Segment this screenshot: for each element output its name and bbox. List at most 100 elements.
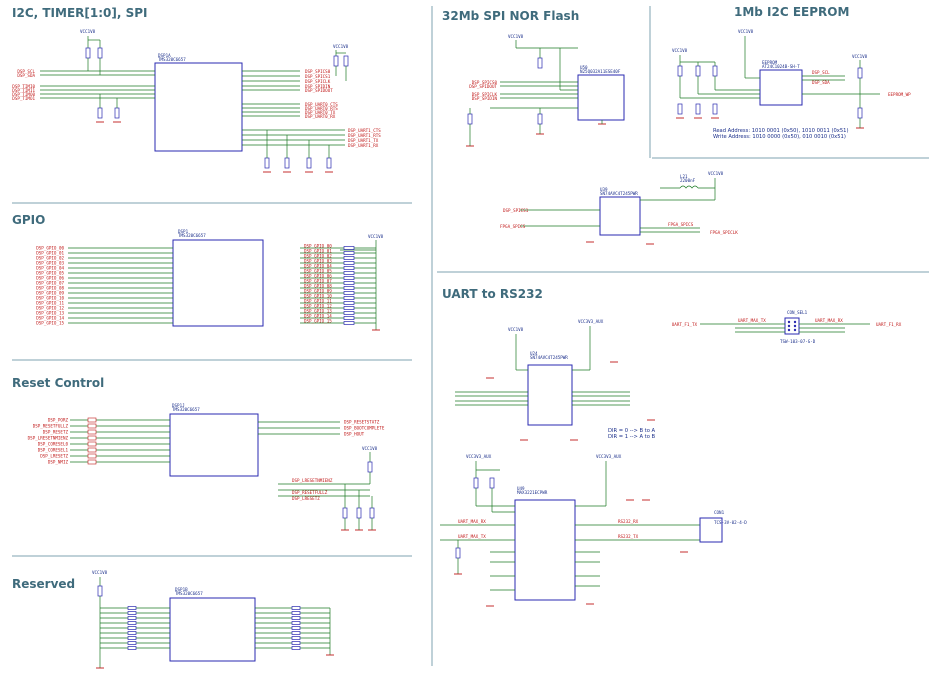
resistor [343,276,355,280]
net-label: DSP_GPIO_10 [304,294,332,299]
eeprom-write-address: Write Address: 1010 0000 (0x50), 010 001… [713,134,846,140]
net-label: DSP_GPIO_03 [304,259,332,264]
net-label: DSP_GPIO_13 [304,309,332,314]
eeprom-block: EEPROM AT24C1024B-SH-T VCC1V8 VCC1V8 VCC… [672,29,911,140]
net-label: DSP_UART0_CTS [305,102,338,107]
ic-partnumber: TMS320C6657 [158,57,186,62]
net-label: DSP_UART1_RTS [348,133,381,138]
power-label: VCC1V8 [362,446,378,451]
net-label: DSP_GPIO_08 [36,286,64,291]
ic-partnumber: TMS320C6657 [175,591,203,596]
net-label: DSP_GPIO_06 [304,274,332,279]
resistor [127,646,137,650]
resistor [291,646,301,650]
net-flag [87,459,97,465]
net-label: DSP_GPIO_10 [36,296,64,301]
net-label: DSP_RESETSTATZ [344,420,380,425]
net-label: DSP_UART0_RTS [305,106,338,111]
power-label: VCC1V8 [368,234,384,239]
resistor [291,621,301,625]
net-flag [87,453,97,459]
power-label: VCC3V3_AUX [596,454,622,459]
net-label: DSP_SPICS1 [503,208,529,213]
resistor [343,286,355,290]
net-label: DSP_SCL [17,69,35,74]
power-label: VCC1V8 [672,48,688,53]
uart-buffer-block: U24 SN74AVC4T245PWR VCC1V8 VCC3V3_AUX DI… [455,319,656,441]
eeprom-ic-symbol [759,69,803,106]
dir-note-1: DIR = 1 --> A to B [608,434,656,440]
dir-note-0: DIR = 0 --> B to A [608,428,656,434]
uart-buffer-ic-symbol [527,364,573,426]
resistor [127,641,137,645]
net-label: DSP_SPIDOUT [469,84,497,89]
net-label: UART_MAX_TX [458,534,486,539]
resistor [343,246,355,250]
net-label: DSP_GPIO_09 [304,289,332,294]
net-label: FPGA_SPICS [500,224,526,229]
net-label: DSP_GPIO_06 [36,276,64,281]
net-label: DSP_GPIO_14 [36,316,64,321]
resistor [127,621,137,625]
net-label: EEPROM_WP [888,92,911,97]
net-label: DSP_SPICLK [305,79,331,84]
net-label: DSP_SCL [812,70,830,75]
net-label: DSP_TIMO1 [12,96,35,101]
section-title-reserved: Reserved [12,577,75,591]
net-label: DSP_CORESEL0 [38,442,69,447]
section-title-gpio: GPIO [12,213,45,227]
resistor [343,321,355,325]
net-label: DSP_SPICS1 [305,74,331,79]
net-label: DSP_LRESETNMIENZ [292,478,333,483]
ic-refdes: U50 [580,65,588,70]
net-flag [87,435,97,441]
net-label: DSP_SPIDOUT [305,88,333,93]
resistor [343,261,355,265]
net-label: DSP_GPIO_01 [36,251,64,256]
ic-refdes: U39 [600,187,608,192]
dsp-ic-symbol [154,62,243,152]
net-label: DSP_LRESETZ [292,496,320,501]
reset-control-block: DSP1J TMS320C6657 DSP_PORZDSP_RESETFULLZ… [28,403,385,531]
net-label: DSP_GPIO_14 [304,314,332,319]
resistor [291,616,301,620]
resistor [343,251,355,255]
resistor [343,271,355,275]
net-label: DSP_PORZ [48,418,69,423]
net-label: DSP_GPIO_05 [304,269,332,274]
resistor [291,611,301,615]
net-label: DSP_GPIO_12 [36,306,64,311]
ic-partnumber: SN74AVC4T245PWR [600,191,638,196]
reserved-block: DSP1B TMS320C6657 VCC1V8 [92,570,334,669]
net-label: DSP_GPIO_02 [36,256,64,261]
fpga-spi-buffer-block: U39 SN74AVC4T245PWR VCC1V8 L21 2200nF DS… [500,171,738,245]
net-label: DSP_GPIO_15 [36,321,64,326]
inductor-label: L21 [680,174,688,179]
ic-refdes: U49 [517,486,525,491]
ic-partnumber: MAX3221ECPWR [517,490,548,495]
net-label: DSP_BOOTCOMPLETE [344,426,385,431]
net-flag [87,423,97,429]
resistor [343,306,355,310]
ic-refdes: U24 [530,351,538,356]
ic-refdes: CON1 [714,510,725,515]
eeprom-read-address: Read Address: 1010 0001 (0x50), 1010 001… [713,128,848,134]
net-label: DSP_GPIO_15 [304,319,332,324]
resistor [127,631,137,635]
resistor [343,291,355,295]
resistor [343,281,355,285]
net-label: DSP_UART0_RX [305,114,336,119]
ic-partnumber: N25Q032A11ESE40F [580,69,621,74]
ic-partnumber: TSW-103-07-G-D [780,339,816,344]
ic-partnumber: TMS320C6657 [178,233,206,238]
resistor [127,616,137,620]
net-label: DSP_GPIO_02 [304,254,332,259]
net-label: DSP_GPIO_13 [36,311,64,316]
net-label: DSP_SPICLK [472,92,498,97]
power-label: VCC3V3_AUX [466,454,492,459]
ic-refdes: EEPROM [762,60,778,65]
net-label: DSP_SDA [17,73,35,78]
net-label: DSP_NMIZ [48,460,69,465]
jumper-connector-symbol [784,317,800,335]
